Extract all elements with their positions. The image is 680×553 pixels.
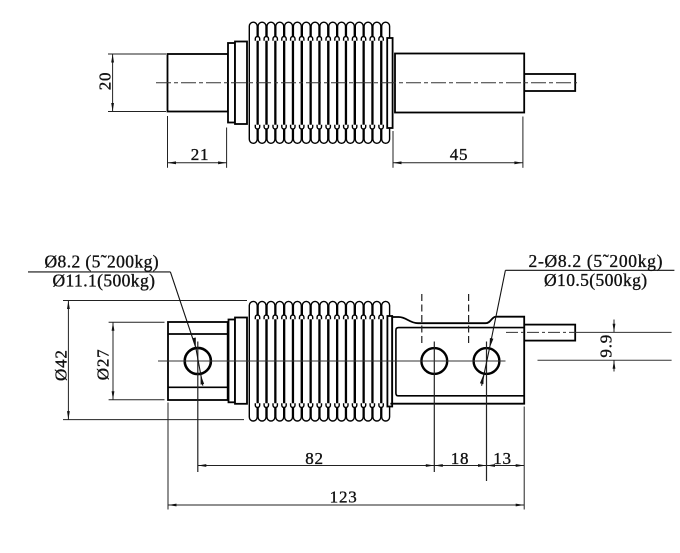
svg-text:18: 18: [451, 449, 470, 468]
svg-text:2-Ø8.2 (5˜200kg): 2-Ø8.2 (5˜200kg): [529, 251, 664, 271]
svg-text:45: 45: [450, 145, 469, 164]
svg-text:21: 21: [191, 145, 210, 164]
svg-text:Ø11.1(500kg): Ø11.1(500kg): [53, 271, 156, 291]
svg-text:13: 13: [493, 449, 512, 468]
svg-text:82: 82: [305, 449, 324, 468]
svg-text:Ø42: Ø42: [52, 349, 71, 381]
svg-text:9.9: 9.9: [597, 334, 616, 358]
svg-text:Ø27: Ø27: [94, 349, 113, 381]
svg-text:20: 20: [96, 72, 115, 91]
svg-text:123: 123: [330, 488, 358, 507]
svg-text:Ø8.2 (5˜200kg): Ø8.2 (5˜200kg): [45, 251, 159, 271]
svg-text:Ø10.5(500kg): Ø10.5(500kg): [544, 270, 647, 290]
